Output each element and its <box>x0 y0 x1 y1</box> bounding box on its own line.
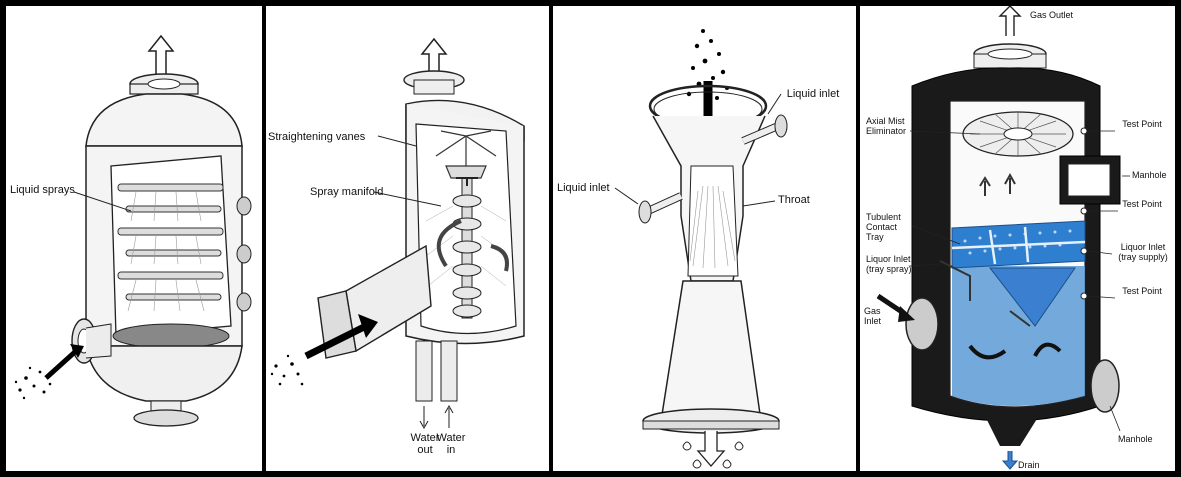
label-liquid-inlet-right: Liquid inlet <box>783 88 843 100</box>
label-manhole-bottom: Manhole <box>1118 434 1153 444</box>
panel-spray-tower: Liquid sprays <box>6 6 262 471</box>
label-water-in: Water in <box>434 432 468 456</box>
label-gas-inlet: Gas Inlet <box>864 306 888 326</box>
label-liquor-inlet-tray-spray: Liquor Inlet (tray spray) <box>866 254 916 274</box>
panel-tray-scrubber: Gas Outlet Axial Mist Eliminator Test Po… <box>860 6 1175 471</box>
label-axial-mist-eliminator: Axial Mist Eliminator <box>866 116 926 136</box>
label-liquid-inlet-left: Liquid inlet <box>557 182 610 194</box>
label-test-point-1: Test Point <box>1122 119 1162 129</box>
label-gas-outlet: Gas Outlet <box>1030 10 1073 20</box>
label-drain: Drain <box>1018 460 1040 470</box>
panel-venturi: Liquid inlet Liquid inlet Throat <box>553 6 856 471</box>
label-manhole-top: Manhole <box>1132 170 1167 180</box>
gas-outlet-arrow-icon <box>1000 6 1020 36</box>
cyclonic-spray-drawing <box>266 6 549 471</box>
venturi-drawing <box>553 6 856 471</box>
spray-tower-drawing <box>6 6 262 471</box>
label-liquid-sprays: Liquid sprays <box>10 184 75 196</box>
particle-dots <box>15 367 52 399</box>
label-throat: Throat <box>778 194 810 206</box>
outlet-arrow-icon <box>149 36 173 76</box>
label-liquor-inlet-tray-supply: Liquor Inlet (tray supply) <box>1115 242 1171 262</box>
panel-cyclonic-spray: Straightening vanes Spray manifold Water… <box>266 6 549 471</box>
label-spray-manifold: Spray manifold <box>310 186 383 198</box>
label-test-point-2: Test Point <box>1122 199 1162 209</box>
label-straightening-vanes: Straightening vanes <box>268 131 365 143</box>
label-test-point-3: Test Point <box>1122 286 1162 296</box>
label-turbulent-contact-tray: Tubulent Contact Tray <box>866 212 916 242</box>
